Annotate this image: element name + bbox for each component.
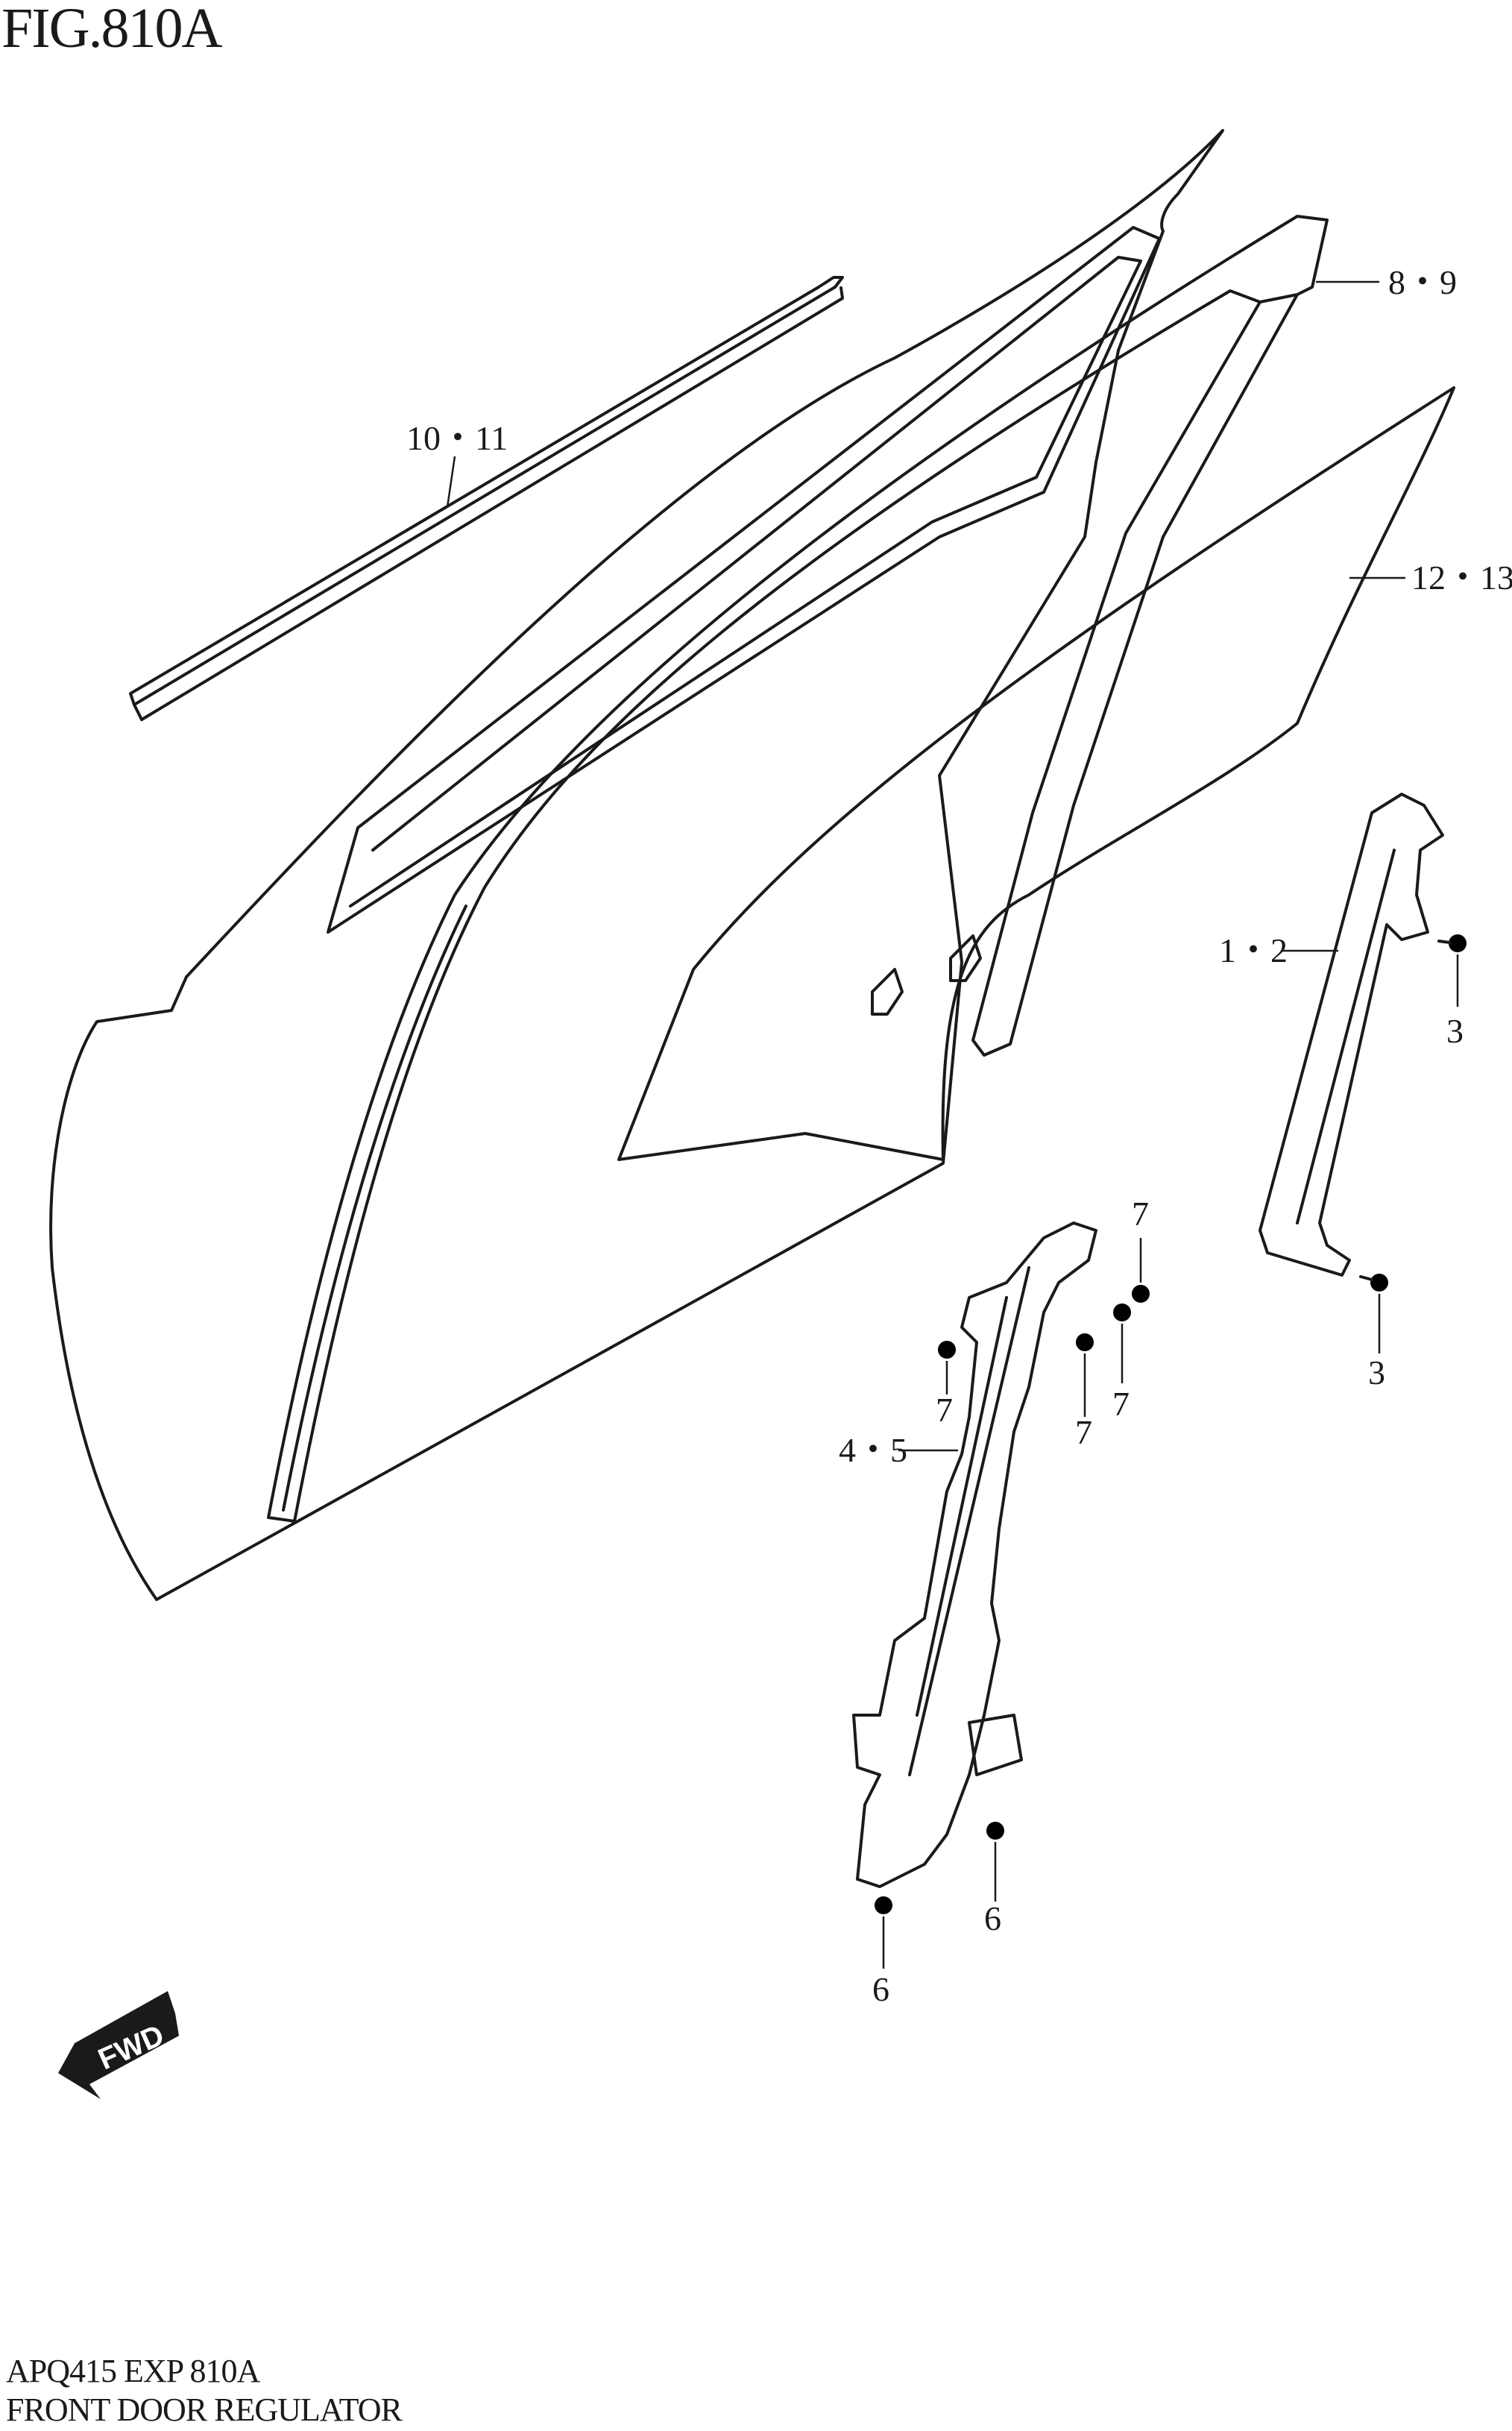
front-glass-guide <box>1259 793 1444 1277</box>
window-regulator-assembly <box>852 1221 1097 1888</box>
callout-7-b: 7 <box>1112 1385 1130 1423</box>
callout-4-5: 4・5 <box>839 1431 907 1469</box>
callout-7-a: 7 <box>1132 1195 1149 1233</box>
door-glass <box>617 386 1455 1161</box>
leader-lines <box>446 280 1459 1969</box>
bolt-3-lower <box>1359 1274 1388 1292</box>
callout-7-c: 7 <box>1075 1413 1092 1451</box>
bolt-7-c <box>1076 1333 1094 1351</box>
fwd-arrow-icon: FWD <box>58 1991 179 2099</box>
figure-code: APQ415 EXP 810A <box>6 2353 260 2389</box>
bolt-6-right <box>986 1822 1004 1840</box>
callout-7-d: 7 <box>936 1391 953 1429</box>
callout-3-upper: 3 <box>1446 1012 1464 1050</box>
callout-12-13: 12・13 <box>1411 559 1512 597</box>
bolt-7-a <box>1132 1285 1150 1303</box>
bolt-7-d <box>938 1341 956 1359</box>
callout-1-2: 1・2 <box>1219 931 1288 969</box>
bolt-7-b <box>1113 1303 1131 1321</box>
figure-title: FIG.810A <box>1 0 222 60</box>
callout-10-11: 10・11 <box>406 419 508 457</box>
outer-weatherstrip <box>129 276 844 721</box>
callout-6-right: 6 <box>984 1899 1001 1937</box>
callout-3-lower: 3 <box>1368 1353 1385 1391</box>
bolt-3-upper <box>1437 934 1467 952</box>
callout-8-9: 8・9 <box>1388 263 1457 301</box>
door-frame-outline <box>49 129 1224 1601</box>
figure-name: FRONT DOOR REGULATOR <box>6 2391 403 2428</box>
door-run-channel <box>267 215 1329 1523</box>
callout-6-left: 6 <box>872 1970 889 2008</box>
bolt-6-left <box>875 1896 892 1914</box>
